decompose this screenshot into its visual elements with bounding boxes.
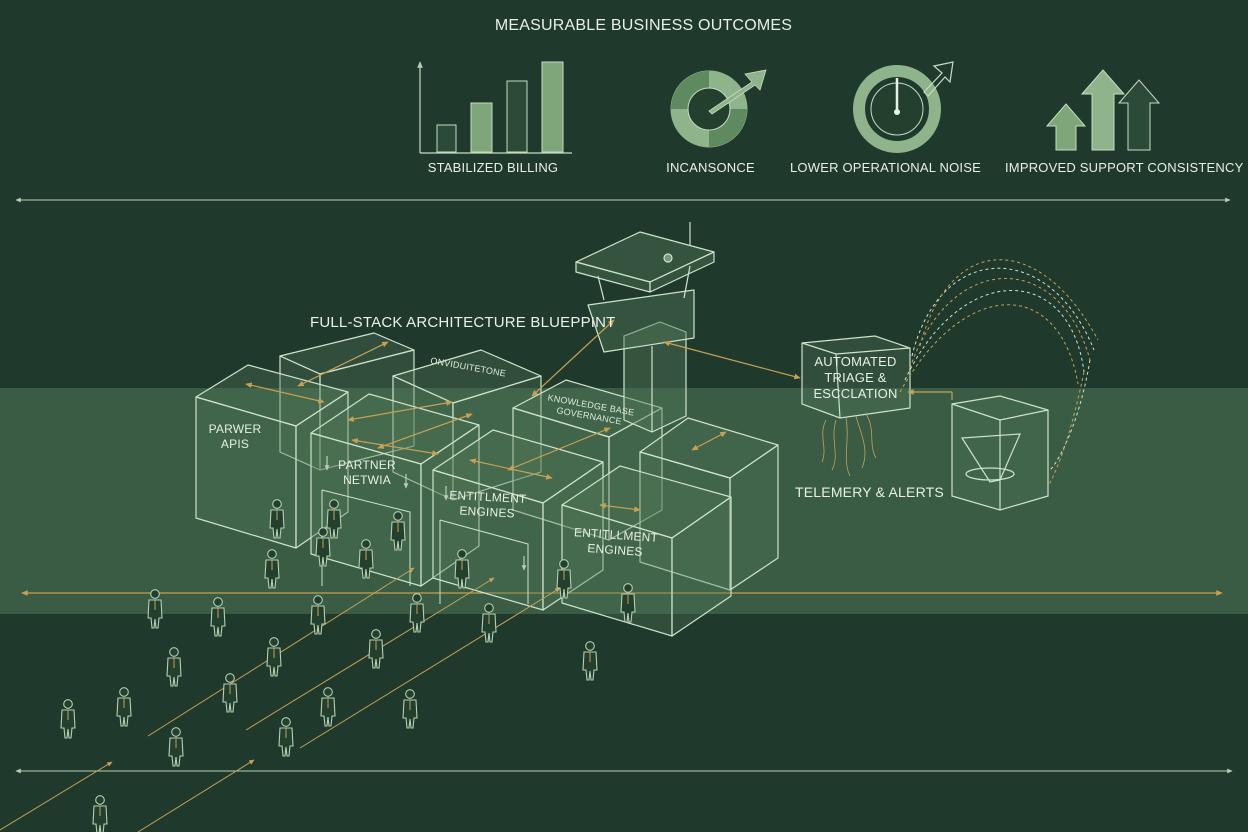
box-label-automated-triage: AUTOMATED TRIAGE & ESCCLATION — [803, 354, 908, 402]
funnel-device — [952, 396, 1048, 510]
up-arrows-icon — [1047, 70, 1159, 150]
box-label-entitlement-1: ENTITLMENT ENGINES — [439, 488, 535, 523]
box-label-partner-network: PARTNER NETWIA — [322, 458, 412, 488]
outcome-label-lower-operational-noise: LOWER OPERATIONAL NOISE — [790, 160, 975, 175]
bar-chart-icon — [420, 62, 572, 153]
outcome-label-stabilized-billing: STABILIZED BILLING — [418, 160, 568, 175]
target-arrow-icon — [671, 70, 766, 147]
main-title: MEASURABLE BUSINESS OUTCOMES — [0, 17, 1248, 35]
gauge-arrow-icon — [859, 62, 953, 147]
box-label-parwer-apis: PARWER APIS — [200, 422, 270, 452]
outcome-label-improved-support-consistency: IMPROVED SUPPORT CONSISTENCY — [1005, 160, 1225, 175]
blueprint-title: FULL-STACK ARCHITECTURE BLUEPPINT — [310, 314, 616, 331]
telemetry-label: TELEMERY & ALERTS — [795, 484, 944, 500]
outcome-label-incansonce: INCANSONCE — [648, 160, 773, 175]
